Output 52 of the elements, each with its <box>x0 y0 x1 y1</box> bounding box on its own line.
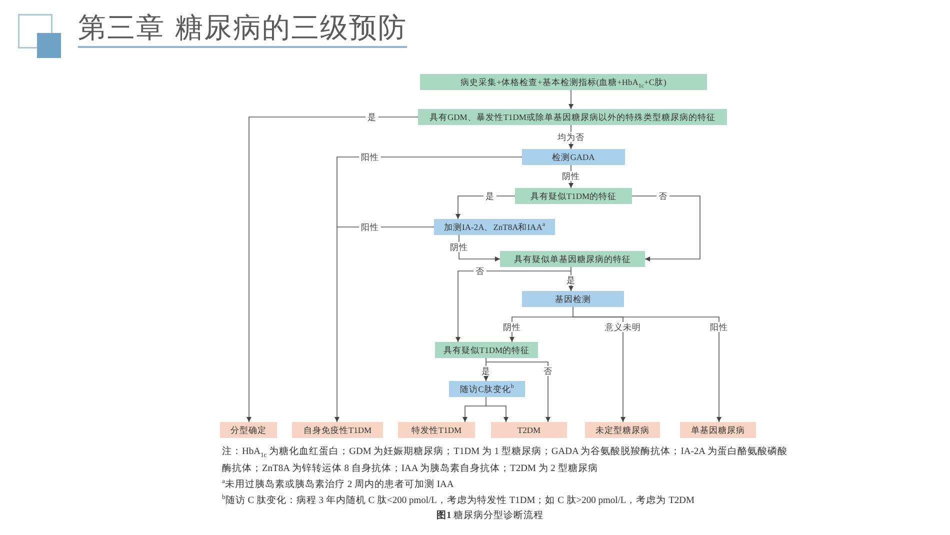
edge-label: 是 <box>480 366 492 376</box>
edge-label: 阳性 <box>359 152 381 162</box>
arrow <box>510 316 574 342</box>
arrow <box>484 362 488 382</box>
edge-label: 否 <box>656 191 670 201</box>
edge-label: 否 <box>542 366 554 376</box>
arrow <box>486 362 550 422</box>
edge-label: 阴性 <box>501 322 523 332</box>
process-box: 病史采集+体格检查+基本检测指标(血糖+HbA$_{1c}$+C肽) <box>420 74 707 90</box>
figure-caption: 图1 糖尿病分型诊断流程 <box>435 510 545 522</box>
edge-label: 阴性 <box>448 242 470 252</box>
edge-label: 是 <box>564 275 578 285</box>
result-box: 未定型糖尿病 <box>585 422 660 438</box>
result-box: 自身免疫性T1DM <box>292 422 383 438</box>
arrow <box>568 90 574 110</box>
edge-label: 阳性 <box>708 322 730 332</box>
result-box: 单基因糖尿病 <box>680 422 756 438</box>
process-box: 检测GADA <box>522 149 625 165</box>
process-box: 基因检测 <box>522 291 624 307</box>
edge-label: 是 <box>484 191 496 201</box>
process-box: 具有疑似T1DM的特征 <box>515 188 632 204</box>
connector-line <box>570 266 572 272</box>
edge-label: 均为否 <box>556 132 586 142</box>
arrow <box>462 406 486 422</box>
arrow <box>456 270 572 342</box>
edge-label: 阴性 <box>560 171 582 181</box>
arrow <box>568 164 574 188</box>
note: $^{a}$未用过胰岛素或胰岛素治疗 2 周内的患者可加测 IAA <box>222 477 455 492</box>
result-box: 特发性T1DM <box>398 422 475 438</box>
process-box: 具有GDM、暴发性T1DM或除单基因糖尿病以外的特殊类型糖尿病的特征 <box>418 109 727 125</box>
arrow <box>334 226 340 422</box>
note: $^{b}$随访 C 肽变化：病程 3 年内随机 C 肽<200 pmol/L，考虑为特发性 T1DM；如 C 肽>200 pmol/L，考虑为 T2DM <box>222 493 696 508</box>
edge-label: 是 <box>366 112 378 122</box>
arrow <box>572 316 722 422</box>
result-box: T2DM <box>491 422 567 438</box>
title: 第三章 糖尿病的三级预防 <box>78 10 407 48</box>
arrow <box>456 196 516 220</box>
edge-label: 意义未明 <box>603 322 643 332</box>
edge-label: 阳性 <box>359 222 381 232</box>
process-box: 加测IA-2A、ZnT8A和IAA$^{a}$ <box>434 219 555 235</box>
connector-line <box>572 306 574 318</box>
process-box: 具有疑似T1DM的特征 <box>435 342 538 358</box>
arrow <box>246 116 418 422</box>
arrow <box>458 234 500 262</box>
note: 注：HbA$_{1c}$ 为糖化血红蛋白；GDM 为妊娠期糖尿病；T1DM 为 1 型糖尿病；GADA 为谷氨酸脱羧酶抗体；IA-2A 为蛋白酪氨酸磷酸酶抗体；ZnT8A 为锌转运体 8 自身抗体；IAA 为胰岛素自身抗体；T2DM 为 2 型糖尿病 <box>222 445 788 476</box>
process-box: 具有疑似单基因糖尿病的特征 <box>500 251 645 267</box>
edge-label: 否 <box>474 266 486 276</box>
arrow <box>632 196 700 262</box>
result-box: 分型确定 <box>220 422 277 438</box>
arrow <box>486 406 508 422</box>
connector-line <box>336 156 522 228</box>
process-box: 随访C肽变化$^{b}$ <box>449 381 525 397</box>
